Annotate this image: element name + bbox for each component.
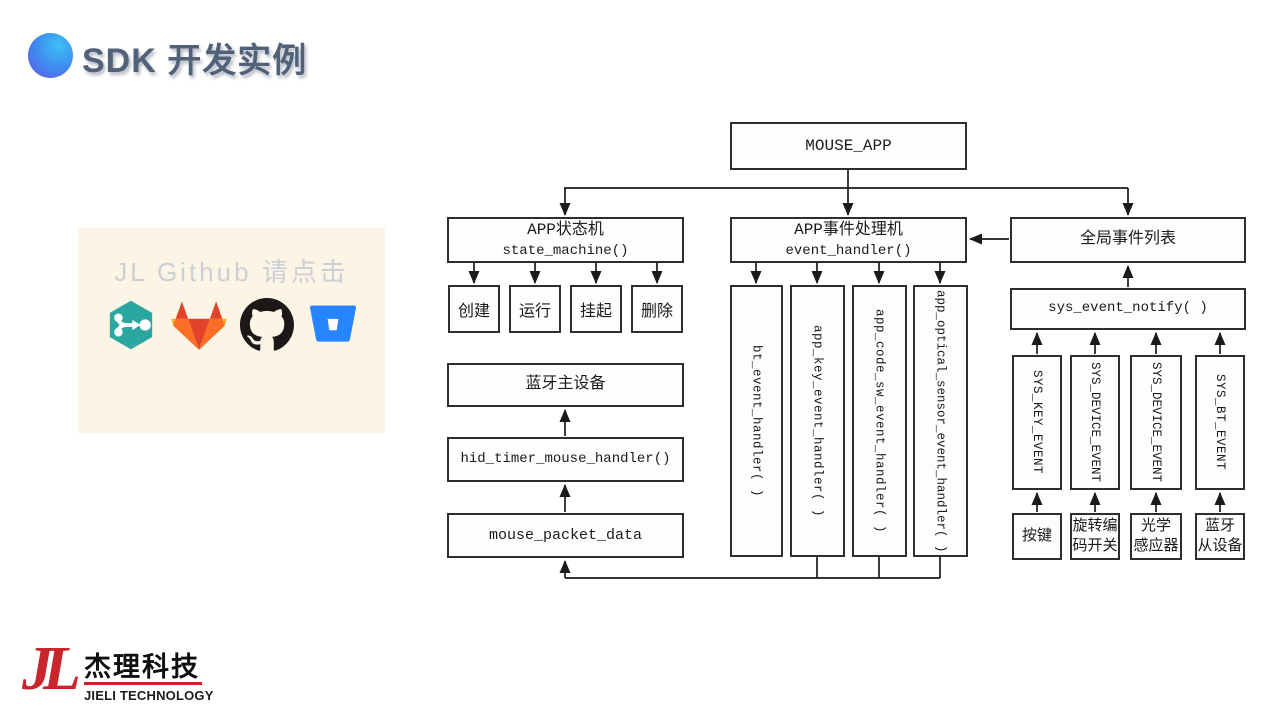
github-panel[interactable]: JL Github 请点击 [78,228,385,433]
optical-event-handler-label: app_optical_sensor_event_handler( ) [933,289,948,553]
handler-box-optical-event: app_optical_sensor_event_handler( ) [913,285,968,557]
box-hid-timer: hid_timer_mouse_handler() [447,437,684,482]
box-global-event-list: 全局事件列表 [1010,217,1246,263]
box-mouse-packet: mouse_packet_data [447,513,684,558]
state-create-label: 创建 [457,303,490,321]
box-sys-event-notify: sys_event_notify( ) [1010,288,1246,330]
hid-timer-label: hid_timer_mouse_handler() [460,450,671,467]
event-handler-title-code: event_handler() [785,242,912,259]
state-suspend-label: 挂起 [579,303,612,321]
connector-lines [468,170,1226,579]
state-box-create: 创建 [448,285,500,333]
git-branch-hexagon-icon[interactable] [104,298,158,352]
github-icon-row [78,298,385,352]
gitlab-icon[interactable] [171,298,227,352]
device-encoder-label: 旋转编 码开关 [1072,518,1118,555]
box-event-handler: APP事件处理机 event_handler() [730,217,967,263]
state-machine-title-code: state_machine() [502,242,629,259]
bt-event-handler-label: bt_event_handler( ) [749,344,764,498]
sys-device-event-2-label: SYS_DEVICE_EVENT [1149,362,1163,483]
device-key-label: 按键 [1021,527,1052,545]
state-box-suspend: 挂起 [570,285,622,333]
mouse-packet-label: mouse_packet_data [488,527,643,544]
box-state-machine: APP状态机 state_machine() [447,217,684,263]
device-optical-label: 光学 感应器 [1133,518,1179,555]
handler-box-bt-event: bt_event_handler( ) [730,285,783,557]
github-caption: JL Github 请点击 [114,257,349,287]
page-title: SDK 开发实例 [82,42,308,80]
device-bt-slave-label: 蓝牙 从设备 [1197,518,1243,555]
handler-box-codesw-event: app_code_sw_event_handler( ) [852,285,907,557]
box-bt-master: 蓝牙主设备 [447,363,684,407]
company-name-en: JIELI TECHNOLOGY [84,688,214,703]
company-name-cn: 杰理科技 [84,652,200,682]
device-box-bt-slave: 蓝牙 从设备 [1195,513,1245,560]
sys-key-event-label: SYS_KEY_EVENT [1030,370,1044,475]
jl-logo-mark: JL [22,635,81,703]
sys-bt-event-label: SYS_BT_EVENT [1213,374,1227,471]
sys-event-box-device-2: SYS_DEVICE_EVENT [1130,355,1182,490]
state-box-run: 运行 [509,285,561,333]
device-box-key: 按键 [1012,513,1062,560]
device-box-optical: 光学 感应器 [1130,513,1182,560]
handler-box-key-event: app_key_event_handler( ) [790,285,845,557]
sys-event-notify-label: sys_event_notify( ) [1048,300,1208,317]
logo-underline [84,682,202,685]
codesw-event-handler-label: app_code_sw_event_handler( ) [872,308,887,534]
global-event-list-label: 全局事件列表 [1079,230,1176,249]
state-machine-title-cn: APP状态机 [527,220,604,239]
key-event-handler-label: app_key_event_handler( ) [810,324,825,518]
bt-master-label: 蓝牙主设备 [525,375,606,394]
state-box-delete: 删除 [631,285,683,333]
bitbucket-icon[interactable] [307,298,359,352]
sys-event-box-device-1: SYS_DEVICE_EVENT [1070,355,1120,490]
state-delete-label: 删除 [640,303,673,321]
github-icon[interactable] [240,298,294,352]
event-handler-title-cn: APP事件处理机 [794,220,903,239]
sys-device-event-1-label: SYS_DEVICE_EVENT [1088,362,1102,483]
mouse-app-label: MOUSE_APP [805,136,892,155]
sys-event-box-key: SYS_KEY_EVENT [1012,355,1062,490]
connector-handlers-to-mousepacket [565,557,941,579]
device-box-encoder: 旋转编 码开关 [1070,513,1120,560]
title-bullet-icon [28,33,73,78]
state-run-label: 运行 [518,303,551,321]
sys-event-box-bt: SYS_BT_EVENT [1195,355,1245,490]
box-mouse-app: MOUSE_APP [730,122,967,170]
